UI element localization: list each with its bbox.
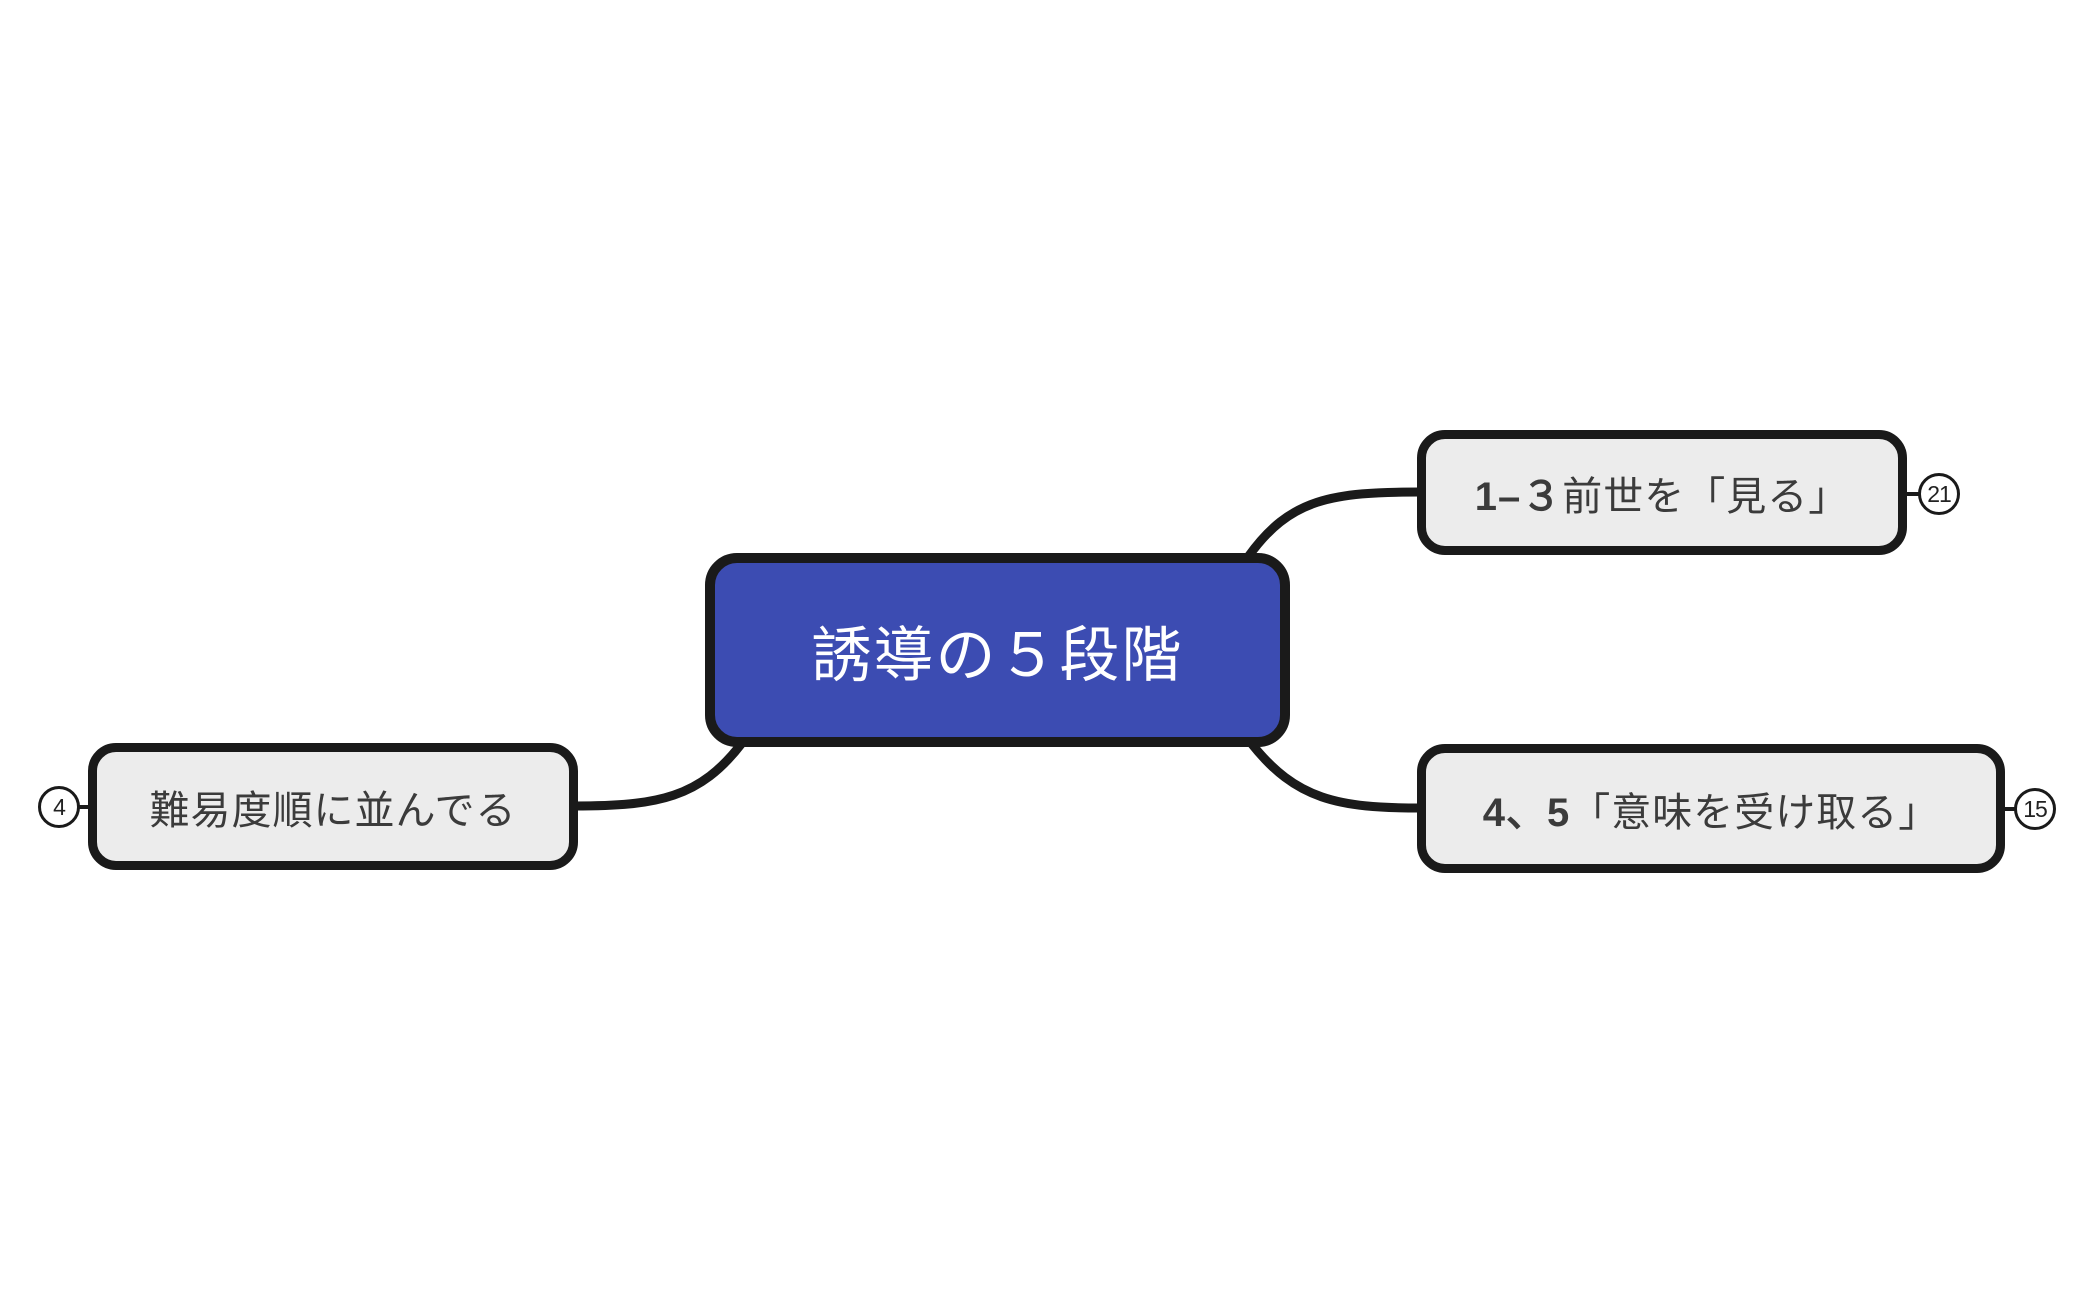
- branch-node-label: 4、5「意味を受け取る」: [1482, 790, 1940, 835]
- edge-root-to-branch-2: [1246, 738, 1426, 813]
- edge-root-to-branch-3: [569, 738, 747, 811]
- root-node-label: 誘導の５段階: [811, 621, 1184, 689]
- edge-root-to-branch-1: [1243, 487, 1426, 562]
- root-node[interactable]: 誘導の５段階: [705, 553, 1290, 747]
- branch-node-difficulty-order[interactable]: 難易度順に並んでる: [88, 743, 578, 870]
- collapsed-count-badge[interactable]: 4: [38, 786, 80, 828]
- branch-node-label: 難易度順に並んでる: [149, 788, 517, 833]
- collapsed-count-badge[interactable]: 15: [2014, 788, 2056, 830]
- branch-node-label: 1–３前世を「見る」: [1474, 474, 1850, 519]
- branch-node-past-lives[interactable]: 1–３前世を「見る」: [1417, 430, 1907, 555]
- branch-node-receive-meaning[interactable]: 4、5「意味を受け取る」: [1417, 744, 2005, 873]
- collapsed-count-badge[interactable]: 21: [1918, 473, 1960, 515]
